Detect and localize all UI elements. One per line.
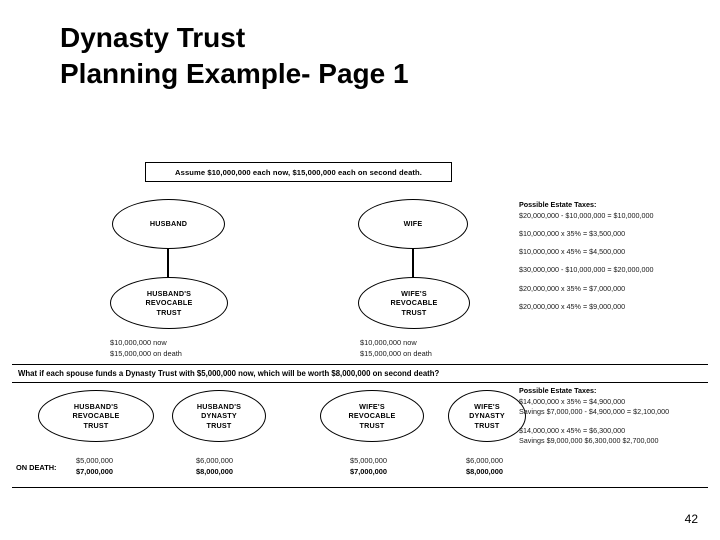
bottom-value-now: $6,000,000 — [466, 456, 503, 465]
bottom-value-on-death: $8,000,000 — [466, 467, 503, 477]
bottom-values-2: $6,000,000 $8,000,000 — [196, 455, 233, 478]
node-wife: WIFE — [358, 199, 468, 249]
assumption-box: Assume $10,000,000 each now, $15,000,000… — [145, 162, 452, 182]
husband-value-on-death: $15,000,000 on death — [110, 349, 182, 359]
question-bar: What if each spouse funds a Dynasty Trus… — [12, 364, 708, 383]
bottom-value-on-death: $7,000,000 — [76, 467, 113, 477]
page-number: 42 — [684, 512, 698, 526]
bottom-savings-line: Savings $7,000,000 - $4,900,000 = $2,100… — [519, 407, 670, 417]
connector-wife — [412, 249, 414, 277]
wife-values: $10,000,000 now $15,000,000 on death — [360, 337, 432, 359]
top-tax-line: $10,000,000 x 45% = $4,500,000 — [519, 247, 626, 257]
wife-value-on-death: $15,000,000 on death — [360, 349, 432, 359]
bottom-estate-taxes-heading: Possible Estate Taxes: — [519, 386, 597, 395]
assumption-text: Assume $10,000,000 each now, $15,000,000… — [175, 167, 422, 177]
title-line-2: Planning Example- Page 1 — [60, 57, 409, 89]
page-title: Dynasty Trust Planning Example- Page 1 — [60, 20, 660, 92]
bottom-tax-line: $14,000,000 x 35% = $4,900,000 — [519, 397, 626, 407]
top-tax-line: $20,000,000 x 35% = $7,000,000 — [519, 283, 626, 293]
node-husband-label: HUSBAND — [149, 219, 188, 229]
footer-divider — [12, 487, 708, 488]
bottom-tax-line: $14,000,000 x 45% = $6,300,000 — [519, 425, 626, 435]
top-tax-line: $30,000,000 - $10,000,000 = $20,000,000 — [519, 265, 654, 275]
top-estate-taxes: Possible Estate Taxes: $20,000,000 - $10… — [519, 200, 684, 320]
husband-value-now: $10,000,000 now — [110, 338, 167, 347]
bottom-tax-group-2: $14,000,000 x 45% = $6,300,000 Savings $… — [519, 426, 699, 446]
bottom-values-3: $5,000,000 $7,000,000 — [350, 455, 387, 478]
bottom-value-now: $6,000,000 — [196, 456, 233, 465]
connector-husband — [167, 249, 169, 277]
bottom-value-now: $5,000,000 — [76, 456, 113, 465]
wife-value-now: $10,000,000 now — [360, 338, 417, 347]
top-tax-line: $20,000,000 x 45% = $9,000,000 — [519, 301, 626, 311]
top-estate-taxes-heading: Possible Estate Taxes: — [519, 200, 597, 209]
bottom-savings-line: Savings $9,000,000 $6,300,000 $2,700,000 — [519, 435, 659, 445]
bottom-value-on-death: $7,000,000 — [350, 467, 387, 477]
bottom-value-on-death: $8,000,000 — [196, 467, 233, 477]
node-husband: HUSBAND — [112, 199, 225, 249]
bottom-estate-taxes: Possible Estate Taxes: $14,000,000 x 35%… — [519, 386, 699, 454]
top-tax-line: $10,000,000 x 35% = $3,500,000 — [519, 228, 626, 238]
on-death-label: ON DEATH: — [16, 463, 57, 472]
bottom-value-now: $5,000,000 — [350, 456, 387, 465]
husband-values: $10,000,000 now $15,000,000 on death — [110, 337, 182, 359]
node-wife-label: WIFE — [403, 219, 423, 229]
bottom-values-4: $6,000,000 $8,000,000 — [466, 455, 503, 478]
bottom-values-1: $5,000,000 $7,000,000 — [76, 455, 113, 478]
bottom-tax-group-1: $14,000,000 x 35% = $4,900,000 Savings $… — [519, 397, 699, 417]
title-line-1: Dynasty Trust — [60, 22, 246, 53]
question-text: What if each spouse funds a Dynasty Trus… — [18, 369, 440, 378]
top-tax-line: $20,000,000 - $10,000,000 = $10,000,000 — [519, 210, 654, 220]
